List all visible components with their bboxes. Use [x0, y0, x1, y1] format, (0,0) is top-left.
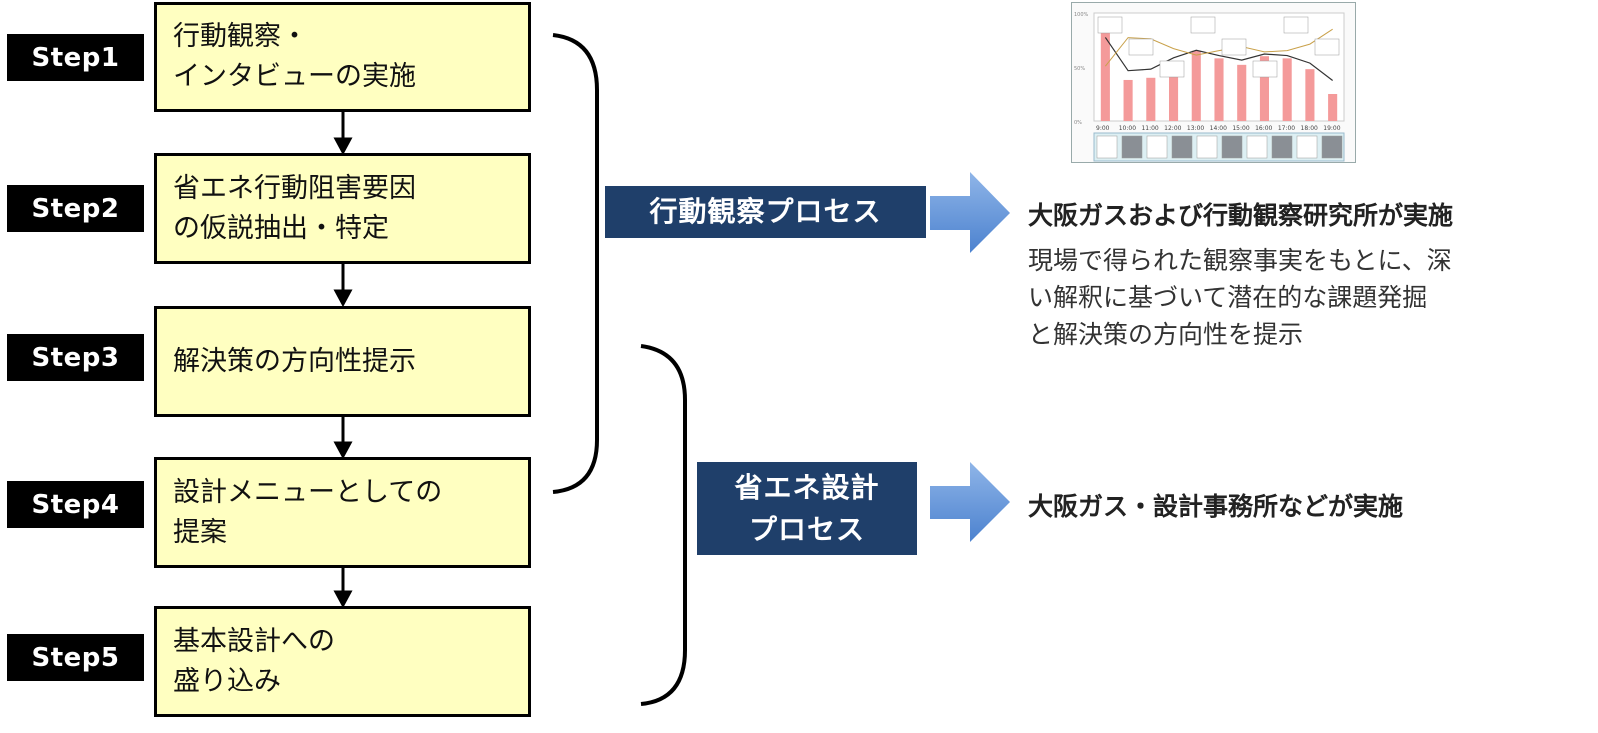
- thumb-x-tick: 10:00: [1119, 125, 1136, 132]
- observation-heading: 大阪ガスおよび行動観察研究所が実施: [1028, 201, 1454, 230]
- step-text-line: 解決策の方向性提示: [173, 345, 416, 377]
- thumb-strip-cell: [1171, 135, 1193, 159]
- thumb-y-tick: 50%: [1074, 66, 1085, 72]
- observation-body-line: い解釈に基づいて潜在的な課題発掘: [1028, 283, 1428, 312]
- thumb-x-tick: 15:00: [1232, 125, 1249, 132]
- arrow-right-1: [930, 172, 1010, 253]
- design-description: 大阪ガス・設計事務所などが実施: [1028, 487, 1548, 523]
- thumbnail-chart: 100% 50% 0% 9:00 10:00 11:00 12:00 13:00 14:00 15…: [1074, 12, 1345, 162]
- thumb-note: [1252, 60, 1278, 78]
- process-title-line: 行動観察プロセス: [649, 195, 882, 228]
- thumb-strip-cell: [1096, 135, 1118, 159]
- step-label-5: Step5: [7, 634, 144, 681]
- step-text-line: インタビューの実施: [173, 61, 416, 92]
- thumb-line-2: [1104, 28, 1333, 67]
- thumb-bar: [1146, 77, 1156, 121]
- step-flow-arrows: [333, 111, 353, 609]
- thumb-strip-cell: [1196, 135, 1218, 159]
- thumb-x-tick: 18:00: [1301, 125, 1318, 132]
- thumb-bar: [1214, 58, 1224, 121]
- thumb-bar: [1305, 69, 1315, 121]
- observation-thumbnail: 100% 50% 0% 9:00 10:00 11:00 12:00 13:00 14:00 15…: [1071, 2, 1356, 163]
- thumb-note: [1159, 60, 1185, 78]
- thumb-bar: [1169, 61, 1179, 121]
- thumb-x-tick: 13:00: [1187, 125, 1204, 132]
- thumb-strip-cell: [1221, 135, 1243, 159]
- step-box-2: 省エネ行動阻害要因 の仮説抽出・特定: [154, 153, 531, 264]
- thumb-x-tick: 14:00: [1210, 125, 1227, 132]
- thumb-bar: [1259, 56, 1269, 122]
- brace-observation: [552, 33, 599, 494]
- step-box-5: 基本設計への 盛り込み: [154, 606, 531, 717]
- observation-body-line: と解決策の方向性を提示: [1028, 320, 1304, 349]
- thumb-x-tick: 9:00: [1096, 125, 1110, 132]
- thumb-bar: [1328, 94, 1338, 121]
- step-label-4: Step4: [7, 481, 144, 528]
- thumb-bar: [1282, 58, 1292, 121]
- thumb-x-tick: 19:00: [1323, 125, 1340, 132]
- step-text-line: 盛り込み: [173, 665, 281, 697]
- thumb-bar: [1191, 50, 1201, 121]
- step-text-line: 基本設計への: [173, 625, 335, 657]
- step-box-4: 設計メニューとしての 提案: [154, 457, 531, 568]
- step-label-2: Step2: [7, 185, 144, 232]
- thumb-note: [1283, 16, 1309, 34]
- thumb-strip-cell: [1321, 135, 1343, 159]
- thumb-strip-cell: [1246, 135, 1268, 159]
- observation-description: 大阪ガスおよび行動観察研究所が実施 現場で得られた観察事実をもとに、深 い解釈に…: [1028, 196, 1548, 353]
- thumb-note: [1314, 38, 1340, 56]
- arrow-right-2: [930, 462, 1010, 542]
- step-text-line: 設計メニューとしての: [173, 476, 443, 508]
- thumb-strip-cell: [1146, 135, 1168, 159]
- step-box-3: 解決策の方向性提示: [154, 306, 531, 417]
- step-label-3: Step3: [7, 334, 144, 381]
- step-label-1: Step1: [7, 34, 144, 81]
- thumb-x-tick: 11:00: [1141, 125, 1158, 132]
- thumb-bar: [1237, 64, 1247, 121]
- thumb-bar: [1100, 32, 1110, 121]
- thumb-note: [1128, 38, 1154, 56]
- step-text-line: 省エネ行動阻害要因: [173, 172, 416, 204]
- step-text-line: の仮説抽出・特定: [173, 212, 389, 244]
- process-title-line: プロセス: [748, 512, 865, 546]
- thumb-y-tick: 100%: [1074, 12, 1089, 18]
- process-box-observation: 行動観察プロセス: [605, 186, 926, 238]
- observation-body-line: 現場で得られた観察事実をもとに、深: [1028, 246, 1452, 275]
- thumb-note: [1097, 16, 1123, 34]
- step-box-1: 行動観察・ インタビューの実施: [154, 2, 531, 112]
- thumb-strip-cell: [1271, 135, 1293, 159]
- thumb-x-tick: 16:00: [1255, 125, 1272, 132]
- thumb-note: [1190, 16, 1216, 34]
- design-heading: 大阪ガス・設計事務所などが実施: [1028, 492, 1404, 521]
- brace-design: [640, 344, 687, 706]
- thumb-bar: [1123, 79, 1133, 121]
- thumb-line: [1104, 37, 1334, 81]
- thumb-x-tick: 12:00: [1164, 125, 1181, 132]
- thumb-x-tick: 17:00: [1278, 125, 1295, 132]
- thumb-strip-cell: [1296, 135, 1318, 159]
- thumb-y-tick: 0%: [1074, 120, 1082, 126]
- step-text-line: 提案: [173, 516, 227, 548]
- process-box-design: 省エネ設計 プロセス: [697, 462, 917, 555]
- thumb-strip-cell: [1121, 135, 1143, 159]
- process-title-line: 省エネ設計: [734, 470, 880, 504]
- thumb-note: [1221, 38, 1247, 56]
- step-text-line: 行動観察・: [173, 21, 308, 52]
